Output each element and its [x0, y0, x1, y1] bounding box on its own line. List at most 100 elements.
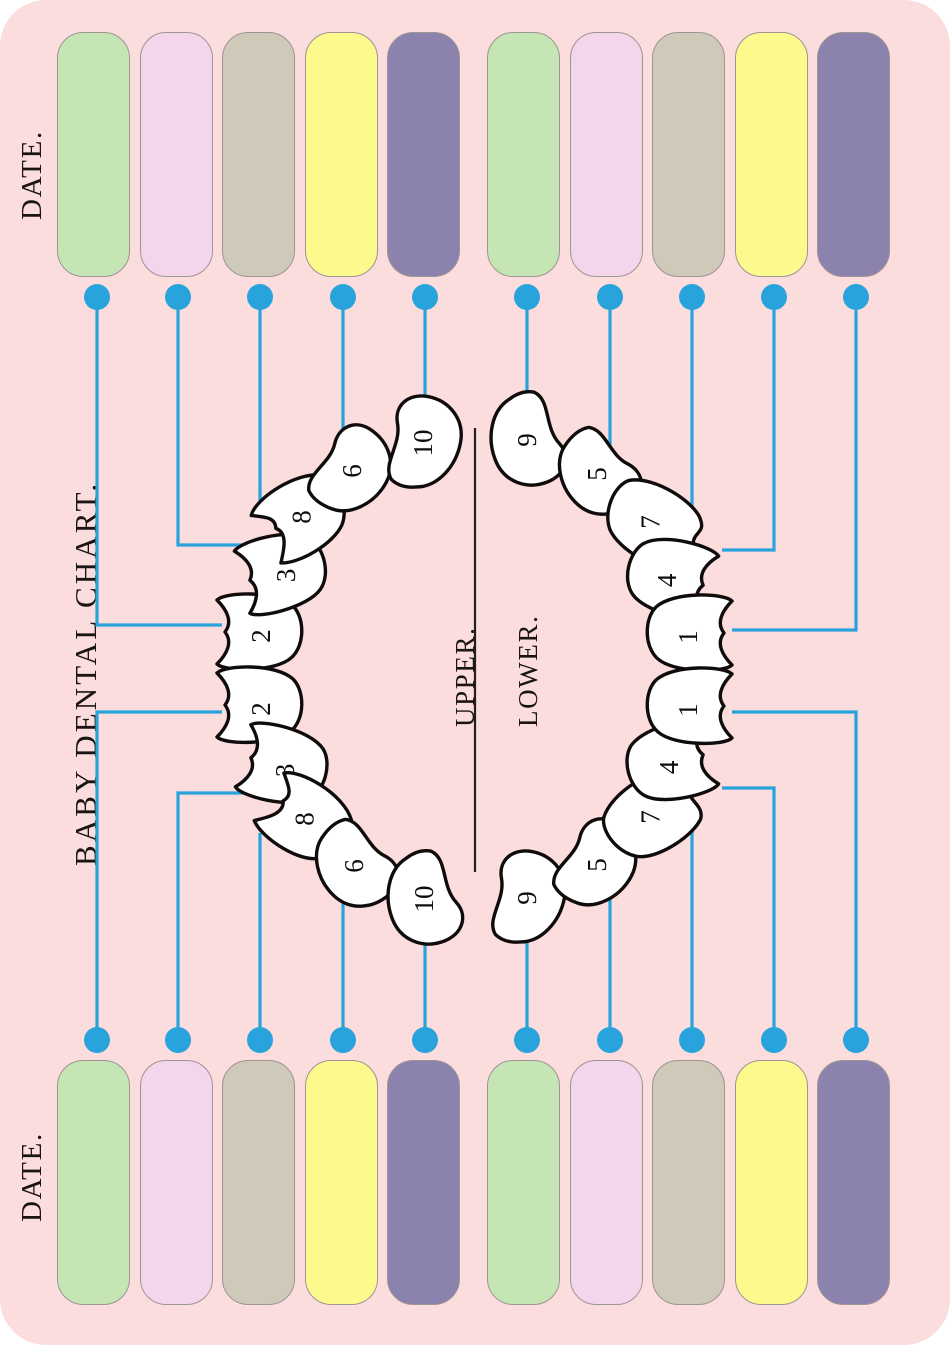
connector-dot-upper-left-1[interactable]: [84, 284, 110, 310]
swatch-top-left-beige[interactable]: [222, 32, 295, 277]
tooth-upper-right-9[interactable]: 9: [479, 386, 571, 495]
connector-dot-upper-right-4[interactable]: [761, 284, 787, 310]
connector-upper-left-2: [176, 300, 264, 547]
connector-upper-right-5: [732, 300, 858, 632]
swatch-top-right-pink[interactable]: [570, 32, 643, 277]
tooth-lower-right-5[interactable]: 5: [543, 810, 651, 922]
connector-dot-lower-left-3[interactable]: [247, 1027, 273, 1053]
page-title: BABY DENTAL CHART.: [68, 480, 103, 866]
connector-dots-lower-left: [84, 1027, 438, 1053]
tooth-upper-left-8[interactable]: 8: [246, 461, 359, 570]
connector-dot-lower-right-2[interactable]: [597, 1027, 623, 1053]
connector-dot-upper-right-2[interactable]: [597, 284, 623, 310]
tooth-lower-right-9[interactable]: 9: [483, 845, 575, 954]
connector-lower-left-2: [176, 791, 264, 1037]
tooth-lower-right-4[interactable]: 4: [619, 716, 721, 810]
connector-dot-upper-left-2[interactable]: [165, 284, 191, 310]
swatch-top-left-yellow[interactable]: [305, 32, 378, 277]
tooth-upper-right-7[interactable]: 7: [593, 466, 711, 578]
tooth-label-lower-right-1: 1: [673, 703, 703, 717]
tooth-lower-right-7[interactable]: 7: [592, 760, 710, 872]
tooth-label-lower-left-3: 3: [270, 764, 300, 778]
swatch-bottom-right-purple[interactable]: [817, 1060, 890, 1305]
tooth-upper-left-6[interactable]: 6: [298, 416, 406, 528]
connectors-upper-right: [525, 300, 858, 632]
tooth-lower-left-3[interactable]: 3: [233, 719, 335, 813]
tooth-label-upper-left-3: 3: [271, 569, 301, 583]
tooth-label-lower-left-8: 8: [290, 812, 320, 826]
connector-dot-upper-right-3[interactable]: [679, 284, 705, 310]
swatch-bottom-right-beige[interactable]: [652, 1060, 725, 1305]
connector-dot-lower-right-4[interactable]: [761, 1027, 787, 1053]
tooth-label-lower-right-7: 7: [635, 810, 665, 824]
swatch-bottom-left-purple[interactable]: [387, 1060, 460, 1305]
tooth-upper-left-10[interactable]: 10: [379, 390, 471, 499]
connector-dots-upper-right: [514, 284, 869, 310]
upper-arch-label: UPPER.: [450, 626, 480, 727]
connector-dot-upper-left-5[interactable]: [412, 284, 438, 310]
connectors-lower-right: [525, 710, 858, 1037]
tooth-label-lower-left-2: 2: [246, 702, 276, 716]
connector-dot-lower-right-5[interactable]: [843, 1027, 869, 1053]
swatch-top-right-yellow[interactable]: [735, 32, 808, 277]
tooth-lower-left-2[interactable]: 2: [215, 665, 304, 745]
tooth-upper-right-5[interactable]: 5: [542, 418, 650, 530]
connector-dots-lower-right: [514, 1027, 869, 1053]
tooth-label-upper-left-10: 10: [408, 430, 438, 457]
swatch-bottom-left-yellow[interactable]: [305, 1060, 378, 1305]
swatch-top-left-purple[interactable]: [387, 32, 460, 277]
connectors-upper-left: [95, 300, 427, 627]
swatch-bottom-left-beige[interactable]: [222, 1060, 295, 1305]
swatch-bottom-right-pink[interactable]: [570, 1060, 643, 1305]
tooth-upper-right-1[interactable]: 1: [645, 593, 734, 673]
connector-dot-upper-left-4[interactable]: [330, 284, 356, 310]
swatch-top-right-green[interactable]: [487, 32, 560, 277]
connectors-lower-left: [95, 710, 427, 1037]
tooth-upper-left-2[interactable]: 2: [215, 592, 304, 672]
tooth-label-upper-right-7: 7: [635, 515, 665, 529]
connector-lower-right-4: [722, 786, 776, 1037]
swatch-top-left-green[interactable]: [57, 32, 130, 277]
connector-dot-lower-left-2[interactable]: [165, 1027, 191, 1053]
date-label-bottom: DATE.: [16, 1131, 48, 1222]
tooth-upper-left-3[interactable]: 3: [232, 525, 334, 619]
connector-dot-upper-left-3[interactable]: [247, 284, 273, 310]
swatch-top-right-purple[interactable]: [817, 32, 890, 277]
tooth-label-upper-left-6: 6: [337, 464, 367, 478]
tooth-upper-right-4[interactable]: 4: [620, 530, 721, 624]
tooth-lower-left-6[interactable]: 6: [299, 810, 407, 922]
connector-dots-upper-left: [84, 284, 438, 310]
tooth-label-lower-left-10: 10: [409, 886, 439, 913]
connector-dot-lower-right-3[interactable]: [679, 1027, 705, 1053]
tooth-label-lower-right-9: 9: [512, 891, 542, 905]
tooth-label-upper-right-1: 1: [673, 630, 703, 644]
tooth-label-lower-right-5: 5: [582, 858, 612, 872]
connector-dot-upper-right-5[interactable]: [843, 284, 869, 310]
teeth-upper-left: 2 3 8 6 10: [215, 390, 471, 672]
connector-dot-lower-right-1[interactable]: [514, 1027, 540, 1053]
connector-upper-left-1: [95, 300, 222, 627]
tooth-label-upper-left-2: 2: [246, 629, 276, 643]
connector-dot-lower-left-4[interactable]: [330, 1027, 356, 1053]
swatch-top-left-pink[interactable]: [140, 32, 213, 277]
connector-upper-right-4: [722, 300, 776, 552]
tooth-label-upper-right-9: 9: [512, 433, 542, 447]
tooth-lower-right-1[interactable]: 1: [645, 666, 734, 746]
swatch-bottom-right-green[interactable]: [487, 1060, 560, 1305]
lower-arch-label: LOWER.: [513, 614, 543, 727]
date-label-top: DATE.: [16, 129, 48, 220]
tooth-lower-left-10[interactable]: 10: [376, 845, 468, 954]
connector-dot-lower-left-1[interactable]: [84, 1027, 110, 1053]
connector-lower-right-5: [732, 710, 858, 1037]
swatch-bottom-right-yellow[interactable]: [735, 1060, 808, 1305]
tooth-lower-left-8[interactable]: 8: [250, 765, 363, 874]
tooth-label-upper-right-5: 5: [582, 467, 612, 481]
swatch-top-right-beige[interactable]: [652, 32, 725, 277]
connector-lower-left-1: [95, 710, 222, 1037]
swatch-bottom-left-green[interactable]: [57, 1060, 130, 1305]
connector-dot-upper-right-1[interactable]: [514, 284, 540, 310]
swatch-bottom-left-pink[interactable]: [140, 1060, 213, 1305]
tooth-label-lower-left-6: 6: [339, 859, 369, 873]
connector-dot-lower-left-5[interactable]: [412, 1027, 438, 1053]
